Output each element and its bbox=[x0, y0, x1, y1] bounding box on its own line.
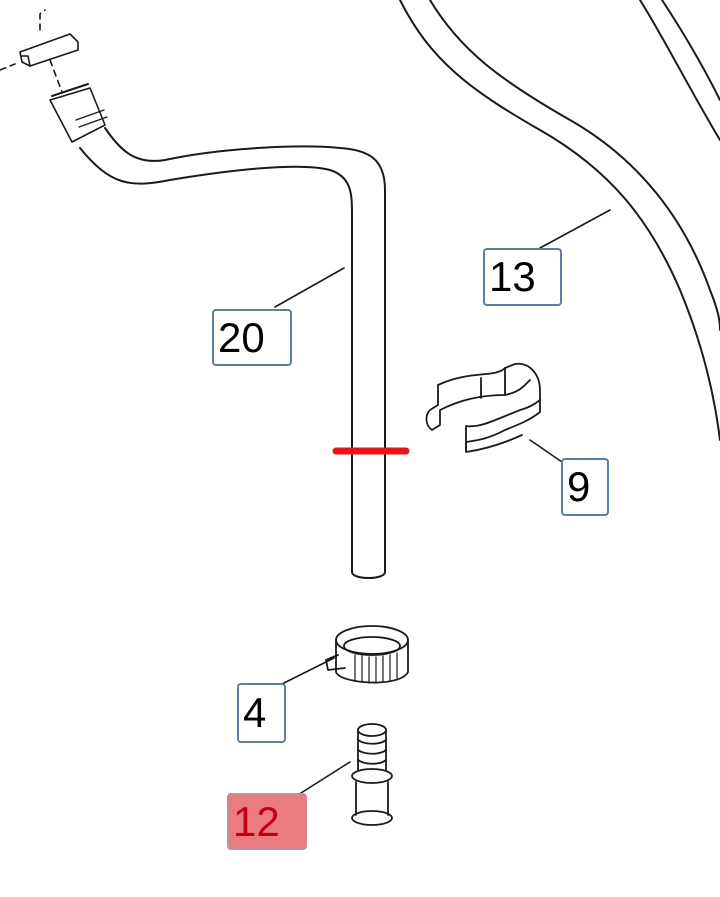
hose-clamp-4 bbox=[325, 625, 409, 684]
small-clip bbox=[0, 9, 79, 93]
callout-4[interactable]: 4 bbox=[237, 683, 286, 743]
bracket-clamp-9 bbox=[425, 363, 541, 453]
callout-9[interactable]: 9 bbox=[561, 458, 609, 516]
callout-13[interactable]: 13 bbox=[483, 248, 562, 306]
callout-12-highlighted[interactable]: 12 bbox=[227, 793, 307, 850]
valve-connector-12 bbox=[351, 723, 393, 826]
large-hose-13 bbox=[399, 0, 720, 441]
hose-20 bbox=[49, 83, 386, 579]
callout-20[interactable]: 20 bbox=[212, 309, 292, 366]
